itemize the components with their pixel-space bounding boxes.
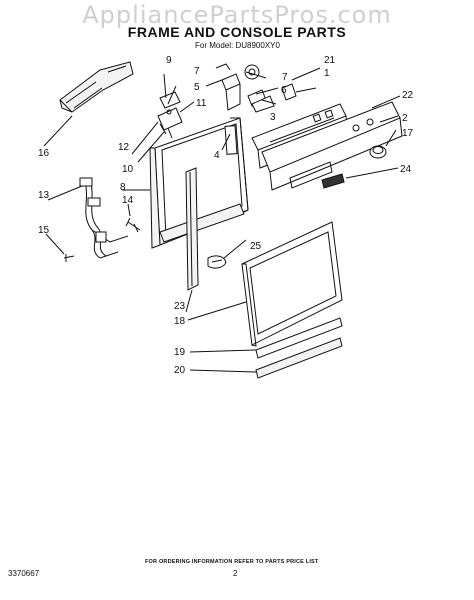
callout-18: 18	[174, 316, 186, 327]
callout-10: 10	[122, 164, 134, 175]
callout-8: 8	[120, 182, 126, 193]
document-number: 3370667	[8, 569, 40, 578]
callout-labels: 1 2 3 4 5 6 7 7 8 9 10 11 12 13 14 15 16…	[38, 55, 414, 376]
part-13-wire-harness	[63, 177, 129, 262]
callout-23: 23	[174, 301, 186, 312]
callout-6: 6	[281, 85, 287, 96]
callout-4: 4	[214, 150, 220, 161]
callout-7b: 7	[282, 72, 288, 83]
part-23-channel	[185, 167, 199, 291]
callout-17: 17	[402, 128, 414, 139]
callout-2: 2	[402, 113, 408, 124]
page-number: 2	[233, 569, 238, 578]
callout-5: 5	[194, 82, 200, 93]
callout-1: 1	[324, 68, 330, 79]
callout-15: 15	[38, 225, 50, 236]
callout-9: 9	[166, 55, 172, 66]
callout-13: 13	[38, 190, 50, 201]
callout-22: 22	[402, 90, 414, 101]
part-16-bracket	[59, 61, 134, 113]
callout-16: 16	[38, 148, 50, 159]
part-25-clip	[207, 255, 227, 269]
model-line: For Model: DU8900XY0	[195, 41, 280, 50]
callout-7a: 7	[194, 66, 200, 77]
callout-3: 3	[270, 112, 276, 123]
part-17-knob	[369, 145, 387, 159]
callout-14: 14	[122, 195, 134, 206]
part-19-20-trim	[255, 317, 343, 379]
callout-19: 19	[174, 347, 186, 358]
part-14-screw	[125, 217, 141, 233]
part-18-door-panel	[241, 221, 343, 347]
watermark: AppliancePartsPros.com	[82, 1, 392, 29]
page-title: FRAME AND CONSOLE PARTS	[127, 24, 347, 40]
console-assembly	[251, 95, 403, 191]
callout-11: 11	[196, 98, 207, 109]
part-24-label	[321, 173, 345, 189]
callout-21: 21	[324, 55, 336, 66]
ordering-info: FOR ORDERING INFORMATION REFER TO PARTS …	[145, 559, 319, 565]
door-frame	[149, 117, 249, 249]
callout-20: 20	[174, 365, 186, 376]
callout-25: 25	[250, 241, 262, 252]
callout-12: 12	[118, 142, 130, 153]
leader-lines	[43, 67, 401, 373]
callout-24: 24	[400, 164, 412, 175]
